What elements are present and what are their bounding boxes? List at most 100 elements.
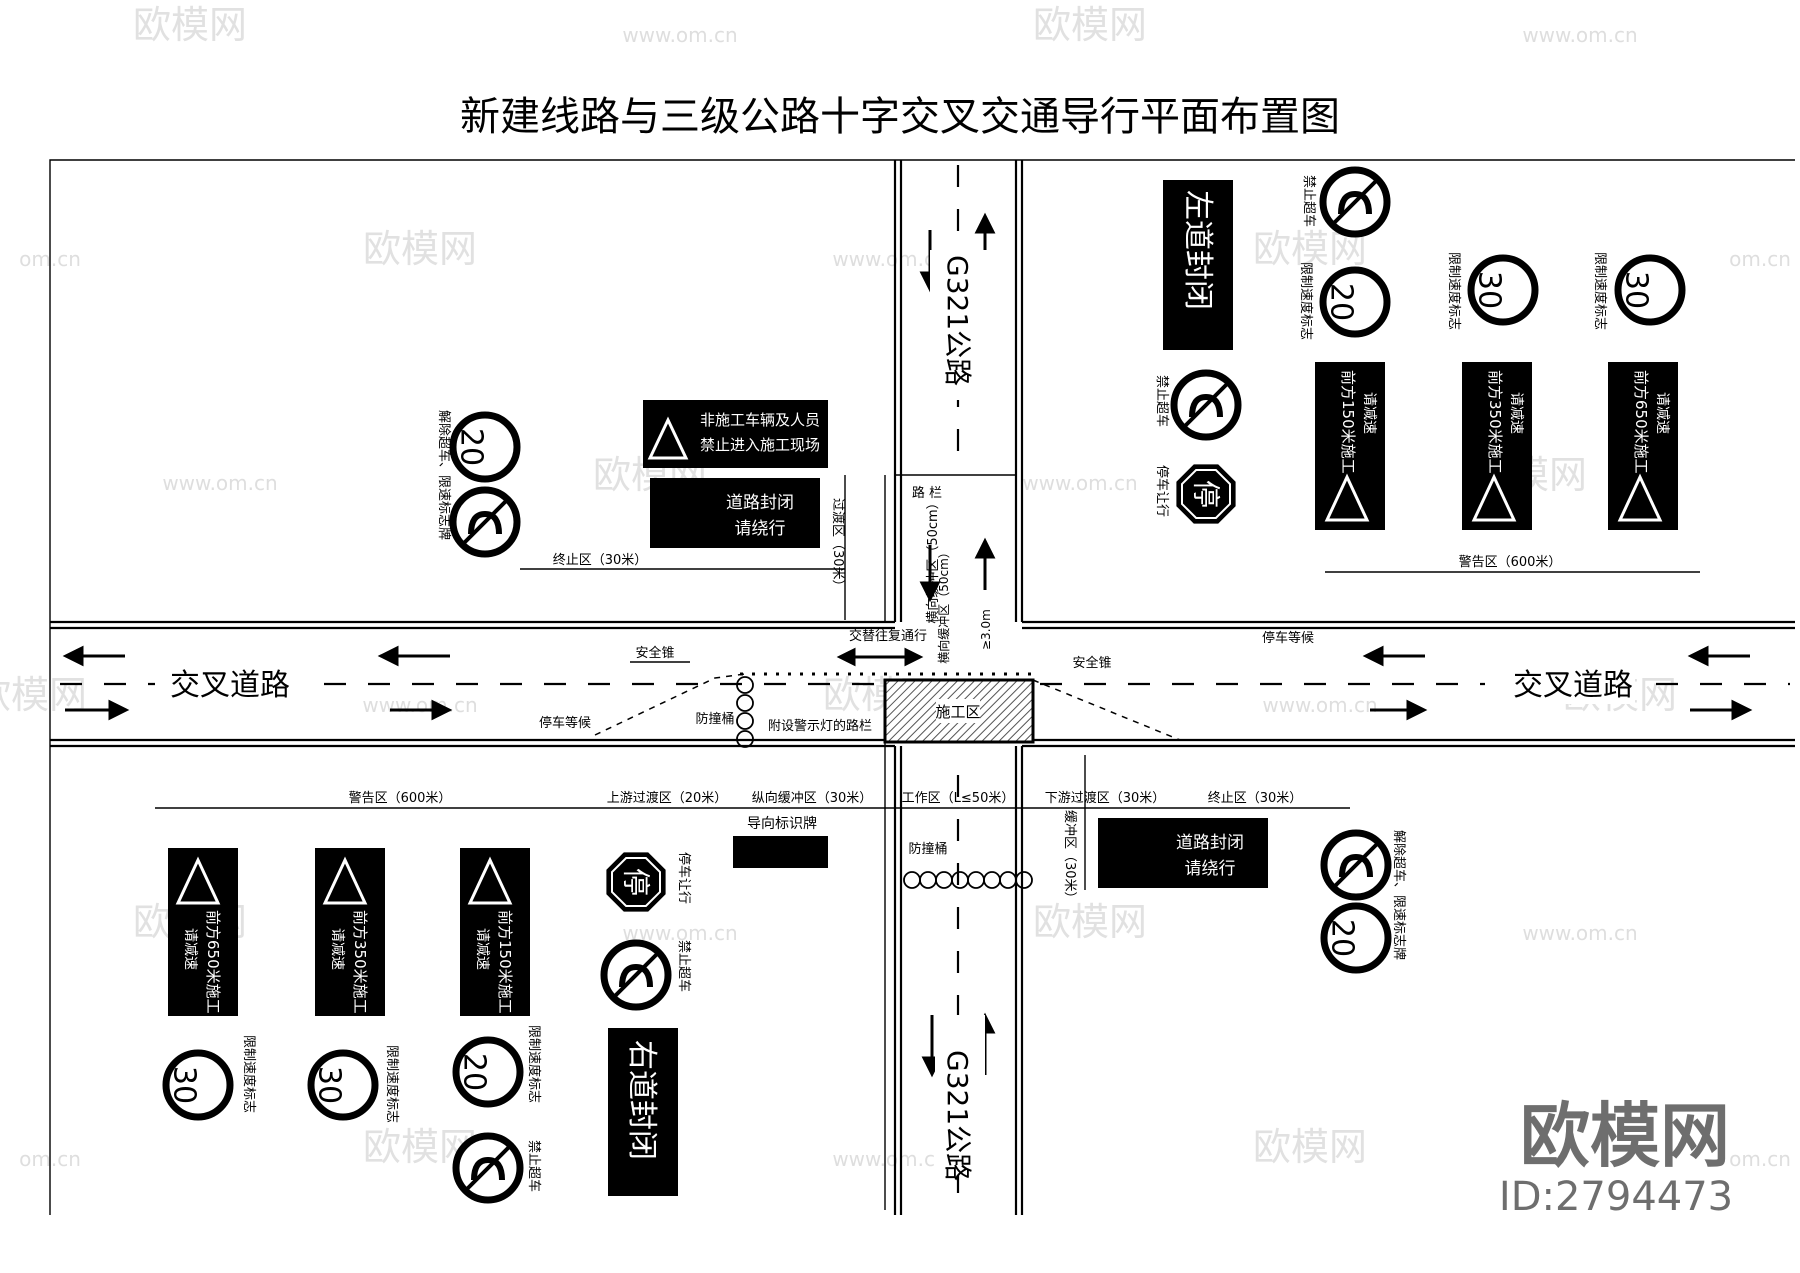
- label-transition-nw: 过渡区（30米）: [830, 498, 846, 593]
- barrel: [935, 871, 953, 889]
- label-lift-limit-nw: 解除超车、限速标志牌: [436, 410, 452, 540]
- brand-logo: 欧模网 ID:2794473: [1499, 1095, 1733, 1220]
- label-buffer-se: 缓冲区（30米）: [1062, 810, 1077, 905]
- svg-text:30: 30: [312, 1066, 347, 1104]
- label-work-zone: 工作区（L≤50米）: [902, 791, 1015, 806]
- watermark-brand: 欧模网: [363, 227, 477, 271]
- svg-text:30: 30: [167, 1066, 202, 1104]
- label-speed-limit-ne-3: 限制速度标志: [1592, 252, 1608, 330]
- watermark-brand: 欧模网: [133, 3, 247, 47]
- road-closed-sign-nw: 道路封闭 请绕行: [650, 478, 820, 548]
- watermark-url: www.om.cn: [832, 247, 947, 271]
- svg-text:20: 20: [1325, 919, 1360, 957]
- cross-road-label-west: 交叉道路: [170, 668, 290, 703]
- road-edges: [50, 160, 1795, 1215]
- label-anticollision-south: 防撞桶: [908, 841, 947, 857]
- speed-limit-20-sign-sw: 20: [452, 1036, 524, 1108]
- watermark-url: om.cn: [1729, 247, 1791, 271]
- svg-text:道路封闭: 道路封闭: [726, 493, 794, 513]
- label-no-overtake-ne: 禁止超车: [1154, 375, 1170, 427]
- svg-text:20: 20: [454, 428, 489, 466]
- svg-text:请减速: 请减速: [1508, 392, 1524, 434]
- svg-text:前方350米施工: 前方350米施工: [1486, 370, 1504, 474]
- barrel: [736, 694, 754, 712]
- barrel: [736, 676, 754, 694]
- watermark-url: www.om.cn: [362, 693, 477, 717]
- left-lane-closed-sign: 左道封闭: [1163, 180, 1233, 350]
- label-lift-limit-se: 解除超车、限速标志牌: [1391, 830, 1407, 960]
- svg-text:道路封闭: 道路封闭: [1176, 833, 1244, 853]
- watermark-url: www.om.cn: [1522, 921, 1637, 945]
- label-end-zone-se: 终止区（30米）: [1208, 790, 1303, 806]
- label-cone-east: 安全锥: [1072, 655, 1111, 671]
- no-entry-sign: 非施工车辆及人员 禁止进入施工现场: [643, 400, 828, 468]
- frame-outline: [49, 159, 1795, 1215]
- svg-text:前方650米施工: 前方650米施工: [204, 910, 222, 1014]
- zone-labels: 终止区（30米） 过渡区（30米） 路 栏 横向缓冲区（50cm） 横向缓冲区（…: [155, 475, 1700, 905]
- svg-text:禁止进入施工现场: 禁止进入施工现场: [700, 436, 820, 454]
- guide-sign-label: 导向标识牌: [747, 815, 817, 832]
- watermark-brand: 欧模网: [1033, 3, 1147, 47]
- watermark-url: www.om.cn: [1522, 23, 1637, 47]
- barrel: [967, 871, 985, 889]
- work-zone: 施工区: [594, 474, 1181, 1210]
- svg-text:请减速: 请减速: [474, 928, 490, 970]
- label-upstream: 上游过渡区（20米）: [607, 790, 728, 806]
- svg-text:请减速: 请减速: [329, 928, 345, 970]
- svg-text:请减速: 请减速: [1654, 392, 1670, 434]
- label-cone-west: 安全锥: [635, 645, 674, 661]
- svg-text:请绕行: 请绕行: [1185, 859, 1236, 879]
- svg-text:前方150米施工: 前方150米施工: [496, 910, 514, 1014]
- barrel: [951, 871, 969, 889]
- svg-text:右道封闭: 右道封闭: [624, 1040, 659, 1160]
- label-width: ≥3.0m: [979, 609, 993, 650]
- watermark-url: www.om.cn: [1262, 693, 1377, 717]
- label-end-zone-nw: 终止区（30米）: [553, 552, 648, 568]
- lift-overtake-sign-nw: [449, 486, 521, 558]
- label-no-overtake-ne-2: 禁止超车: [1301, 175, 1317, 227]
- watermark-brand: 欧模网: [1253, 1125, 1367, 1169]
- speed-limit-20-sign-ne: 20: [1319, 266, 1391, 338]
- stop-yield-sign-ne: 停: [1176, 464, 1236, 524]
- label-alternate: 交替往复通行: [849, 628, 927, 644]
- cross-road-label-east: 交叉道路: [1513, 668, 1633, 703]
- svg-text:左道封闭: 左道封闭: [1180, 190, 1215, 310]
- label-downstream: 下游过渡区（30米）: [1045, 790, 1166, 806]
- svg-text:停: 停: [1190, 480, 1223, 508]
- warning-panel: 前方650米施工请减速: [1608, 362, 1678, 530]
- svg-text:30: 30: [1619, 271, 1654, 309]
- svg-text:前方650米施工: 前方650米施工: [1632, 370, 1650, 474]
- svg-text:停: 停: [620, 868, 653, 896]
- label-speed-limit-ne-2: 限制速度标志: [1446, 252, 1462, 330]
- no-overtake-sign-ne: [1170, 369, 1242, 441]
- guide-sign: 导向标识牌: [733, 815, 828, 868]
- lift-overtake-sign-se: [1320, 829, 1392, 901]
- label-warning-south: 警告区（600米）: [349, 790, 452, 806]
- brand-logo-id: ID:2794473: [1499, 1174, 1733, 1220]
- right-lane-closed-sign: 右道封闭: [608, 1028, 678, 1196]
- stop-yield-sign-sw: 停: [606, 852, 666, 912]
- speed-limit-30-sign-sw-1: 30: [162, 1049, 234, 1121]
- label-no-overtake-sw: 禁止超车: [526, 1140, 542, 1192]
- label-stop-wait-west: 停车等候: [539, 715, 591, 731]
- watermark-url: www.om.cn: [162, 471, 277, 495]
- label-warning-ne: 警告区（600米）: [1459, 554, 1562, 570]
- watermark-url: www.om.cn: [1022, 471, 1137, 495]
- barrel: [736, 730, 754, 748]
- no-overtake-sign-sw-2: [600, 939, 672, 1011]
- label-no-overtake-sw-2: 禁止超车: [676, 940, 692, 992]
- label-anticollision-west: 防撞桶: [695, 711, 734, 727]
- label-speed-limit-sw-3: 限制速度标志: [526, 1025, 542, 1103]
- label-speed-limit-sw-2: 限制速度标志: [384, 1045, 400, 1123]
- brand-logo-text: 欧模网: [1520, 1095, 1730, 1177]
- watermark-url: om.cn: [1729, 1147, 1791, 1171]
- label-stop-wait-east: 停车等候: [1262, 630, 1314, 646]
- barrel: [736, 712, 754, 730]
- svg-text:20: 20: [457, 1053, 492, 1091]
- watermark-url: www.om.cn: [832, 1147, 947, 1171]
- watermark-brand: 欧模网: [1033, 900, 1147, 944]
